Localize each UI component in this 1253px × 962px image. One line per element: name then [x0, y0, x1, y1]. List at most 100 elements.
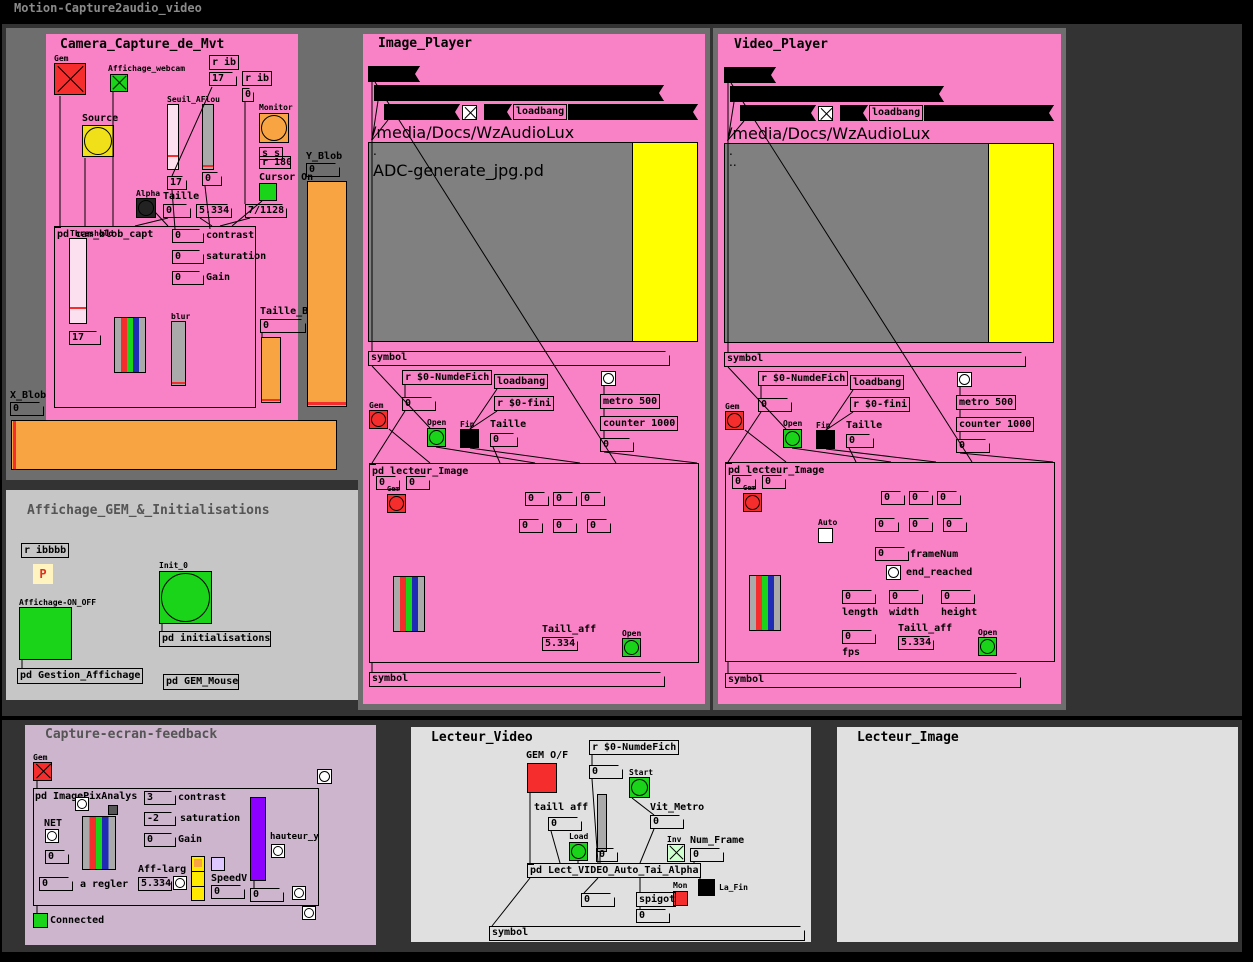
lv-start-bang[interactable] — [629, 777, 650, 798]
vp-width-num[interactable]: 0 — [889, 590, 923, 604]
vp-symbol-1[interactable]: symbol — [724, 352, 1026, 367]
vp-counter[interactable]: counter 1000 — [956, 417, 1034, 432]
ip-open2-bang[interactable] — [622, 638, 641, 657]
ip-metro[interactable]: metro 500 — [600, 394, 660, 409]
camera-gain-num[interactable]: 0 — [172, 271, 204, 285]
vp-taille-num[interactable]: 0 — [846, 434, 874, 448]
lv-num-frame-num[interactable]: 0 — [690, 848, 724, 862]
ip-pd-lecteur-box[interactable] — [369, 463, 699, 663]
ip-n-a[interactable]: 0 — [376, 476, 400, 490]
capture-aff-larg-num[interactable]: 5.334 — [138, 877, 172, 891]
vp-pd-lecteur[interactable]: pd lecteur_Image — [728, 465, 825, 476]
camera-num-17b[interactable]: 17 — [167, 176, 187, 190]
vp-loadbang[interactable]: loadbang — [869, 105, 923, 121]
ip-font-msg[interactable]: font Courier bold 10 — [568, 104, 698, 120]
camera-monitor-bang[interactable] — [259, 113, 289, 143]
vp-r-fini[interactable]: r $0-fini — [850, 397, 910, 412]
vp-list-item-2[interactable]: .. — [729, 155, 737, 169]
vp-fin-bang[interactable] — [816, 430, 835, 449]
capture-yellow-radio[interactable] — [191, 856, 205, 901]
lv-r-numdefich[interactable]: r $0-NumdeFich — [589, 740, 679, 755]
lv-num-top[interactable]: 0 — [589, 765, 623, 779]
vp-fps-num[interactable]: 0 — [842, 630, 876, 644]
camera-source-bang[interactable] — [82, 125, 114, 157]
capture-regler-num[interactable]: 0 — [39, 877, 73, 891]
capture-speedv-num[interactable]: 0 — [211, 885, 245, 899]
vp-seek-msg[interactable]: seek $1 — [724, 67, 776, 83]
ip-list-item-2[interactable]: ADC-generate_jpg.pd — [373, 161, 544, 180]
camera-num-17a[interactable]: 17 — [209, 72, 237, 86]
lv-num-bot1[interactable]: 0 — [581, 893, 615, 907]
ip-taill-aff-num[interactable]: 5.334 — [542, 637, 578, 651]
camera-webcam-toggle[interactable] — [110, 74, 128, 92]
camera-blur-slider[interactable] — [171, 321, 186, 386]
vp-graphics-msg[interactable]: graphics $1 — [740, 105, 816, 121]
ip-n-f[interactable]: 0 — [519, 519, 543, 533]
vp-framenum-num[interactable]: 0 — [875, 547, 909, 561]
camera-contrast-num[interactable]: 0 — [172, 229, 204, 243]
camera-saturation-num[interactable]: 0 — [172, 250, 204, 264]
capture-gem-toggle[interactable] — [33, 762, 52, 781]
vp-gem-bang[interactable] — [725, 411, 744, 430]
lv-symbol[interactable]: symbol — [489, 926, 805, 941]
capture-contrast-num[interactable]: 3 — [144, 791, 176, 805]
vp-taill-aff-num[interactable]: 5.334 — [898, 636, 934, 650]
vp-auto-toggle[interactable] — [818, 528, 833, 543]
ip-n-d[interactable]: 0 — [553, 492, 577, 506]
vp-metro-bang[interactable] — [957, 372, 972, 387]
ip-metro-bang[interactable] — [601, 371, 616, 386]
vp-graphics-toggle[interactable] — [818, 106, 833, 121]
vp-font-msg[interactable]: font Courier bold 10 — [924, 105, 1054, 121]
camera-num-taille[interactable]: 0 — [163, 204, 191, 218]
capture-saturation-num[interactable]: -2 — [144, 812, 176, 826]
camera-s-s[interactable]: s s — [259, 147, 283, 160]
camera-num-7-1128[interactable]: 7/1128 — [245, 204, 287, 218]
ip-loadbang-2[interactable]: loadbang — [494, 374, 548, 389]
camera-alpha-bang[interactable] — [136, 198, 156, 218]
ip-gem2-bang[interactable] — [387, 494, 406, 513]
camera-taille-b-num[interactable]: 0 — [260, 319, 306, 333]
camera-r-ib-1[interactable]: r ib — [209, 55, 239, 70]
camera-y-blob-num[interactable]: 0 — [306, 163, 340, 177]
camera-num-5334[interactable]: 5.334 — [196, 204, 232, 218]
ip-n-b[interactable]: 0 — [406, 476, 430, 490]
vp-loadbang-2[interactable]: loadbang — [850, 375, 904, 390]
capture-bang-br[interactable] — [292, 886, 306, 900]
ip-gem-bang[interactable] — [369, 410, 388, 429]
lv-vit-num[interactable]: 0 — [650, 815, 684, 829]
camera-x-blob-num[interactable]: 0 — [10, 402, 44, 416]
vp-height-num[interactable]: 0 — [941, 590, 975, 604]
vp-n-c[interactable]: 0 — [881, 491, 905, 505]
ip-counter[interactable]: counter 1000 — [600, 416, 678, 431]
capture-bottom-num[interactable]: 0 — [250, 888, 284, 902]
ip-file-list-scroll[interactable] — [632, 143, 697, 341]
lv-gem-of-toggle[interactable] — [527, 763, 557, 793]
affichage-init-bang[interactable] — [159, 571, 212, 624]
ip-num-0[interactable]: 0 — [402, 397, 436, 411]
lv-load-bang[interactable] — [569, 842, 588, 861]
lv-mon-toggle[interactable] — [673, 891, 688, 906]
camera-num-0b[interactable]: 0 — [202, 172, 222, 186]
ip-pd-lecteur[interactable]: pd lecteur_Image — [372, 466, 469, 477]
lv-pd-lect[interactable]: pd Lect_VIDEO_Auto_Tai_Alpha — [527, 863, 701, 878]
camera-r-180[interactable]: r 180 — [259, 156, 291, 169]
vp-n-d[interactable]: 0 — [909, 491, 933, 505]
capture-lilac-toggle[interactable] — [211, 857, 225, 871]
vp-open2-bang[interactable] — [978, 637, 997, 656]
capture-hauteur-bang[interactable] — [271, 844, 285, 858]
ip-taille-num[interactable]: 0 — [490, 433, 518, 447]
camera-num-0-top[interactable]: 0 — [242, 88, 254, 102]
camera-gem-toggle[interactable] — [54, 63, 86, 95]
vp-n-g[interactable]: 0 — [909, 518, 933, 532]
vp-metro[interactable]: metro 500 — [956, 395, 1016, 410]
ip-symbol-2[interactable]: symbol — [369, 672, 665, 687]
vp-n-e[interactable]: 0 — [937, 491, 961, 505]
ip-r-fini[interactable]: r $0-fini — [494, 396, 554, 411]
affichage-r-ibbbb[interactable]: r ibbbb — [21, 543, 69, 558]
capture-aff-larg-bang[interactable] — [173, 876, 187, 890]
vp-n-b[interactable]: 0 — [762, 475, 786, 489]
vp-open-bang[interactable] — [783, 429, 802, 448]
ip-symbol-1[interactable]: symbol — [368, 351, 670, 366]
vp-n-f[interactable]: 0 — [875, 518, 899, 532]
affichage-pd-init[interactable]: pd initialisations — [159, 631, 271, 647]
